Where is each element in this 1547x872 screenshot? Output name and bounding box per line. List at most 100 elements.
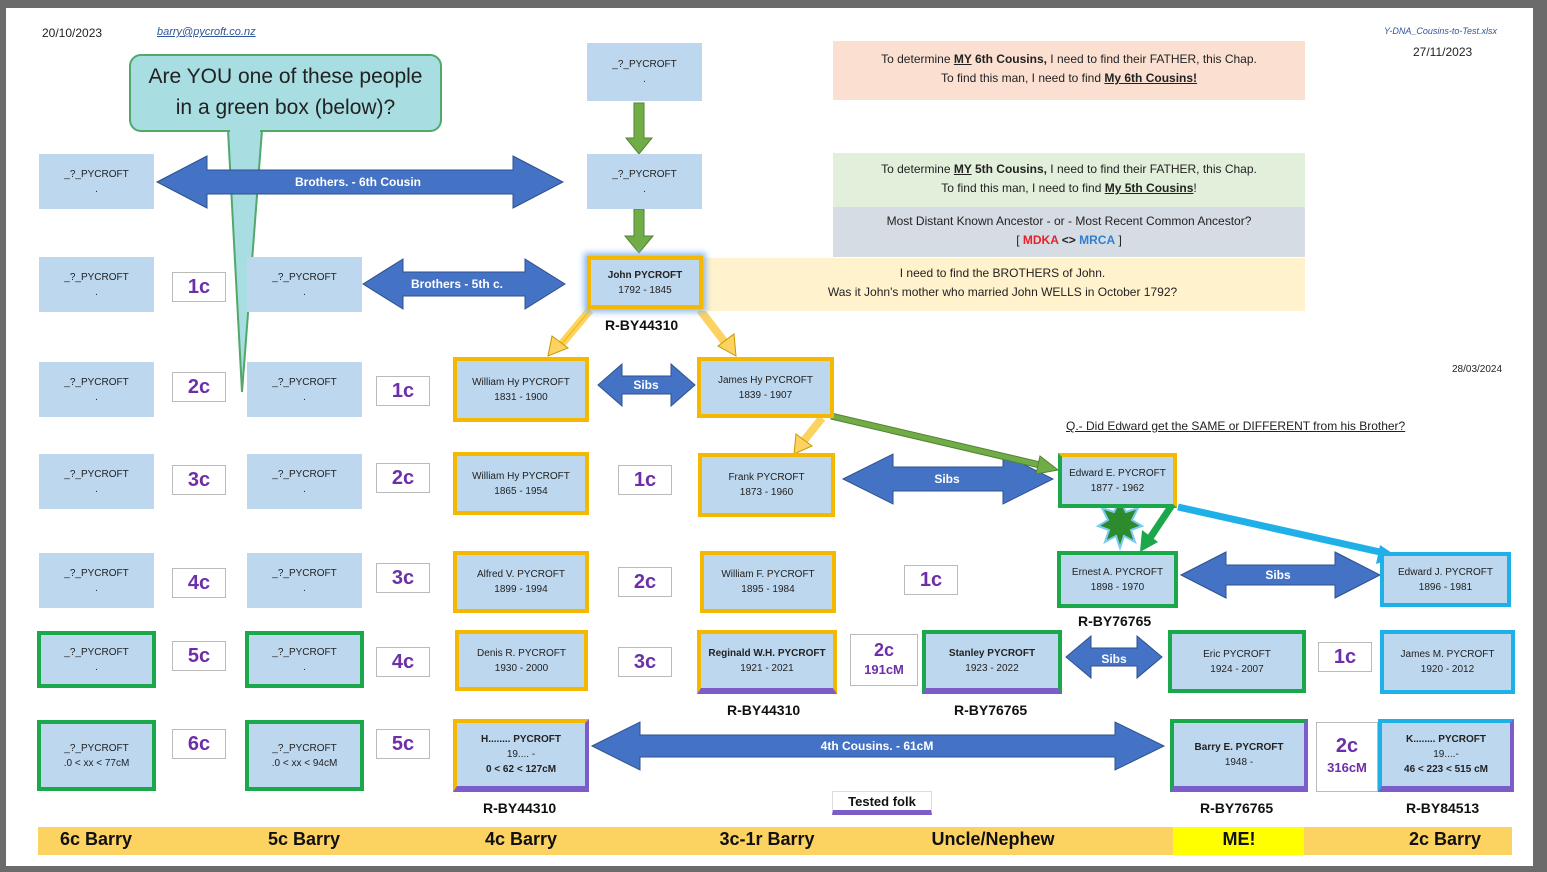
cousin-label-c-1c: 1c	[618, 465, 672, 495]
john-note-line1: I need to find the BROTHERS of John.	[899, 266, 1106, 280]
hap-k: R-BY84513	[1406, 800, 1480, 816]
james-to-frank-arrow	[793, 415, 826, 455]
john-to-james-arrow	[696, 307, 737, 357]
person-c1r7[interactable]: _?_PYCROFT.	[37, 631, 156, 688]
date-right: 27/11/2023	[1413, 45, 1473, 59]
hap-ernest: R-BY76765	[1078, 613, 1152, 629]
person-top2[interactable]: _?_PYCROFT.	[587, 154, 702, 209]
email-link[interactable]: barry@pycroft.co.nz	[157, 26, 256, 38]
cousin-label-a-3c: 3c	[172, 465, 226, 495]
person-c1r3[interactable]: _?_PYCROFT.	[39, 362, 154, 417]
note-mdka-mrca: Most Distant Known Ancestor - or - Most …	[833, 207, 1305, 257]
hap-reginald: R-BY44310	[727, 702, 801, 718]
sibs-arrow-4	[1065, 634, 1163, 680]
person-c1r2[interactable]: _?_PYCROFT.	[39, 257, 154, 312]
brothers-6th-arrow	[155, 155, 565, 209]
callout-bubble: Are YOU one of these people in a green b…	[129, 54, 442, 132]
date-side: 28/03/2024	[1452, 364, 1503, 375]
person-c1r1[interactable]: _?_PYCROFT.	[39, 154, 154, 209]
bottom-label-3c1r: 3c-1r Barry	[719, 829, 815, 849]
cousin-label-c-2c: 2c	[618, 567, 672, 597]
person-c1r5[interactable]: _?_PYCROFT.	[39, 553, 154, 608]
down-arrow-1	[624, 102, 654, 155]
brothers-5th-label: Brothers - 5th c.	[410, 277, 504, 291]
cousin-label-c-3c: 3c	[618, 647, 672, 677]
me-highlight	[1173, 827, 1304, 855]
callout-line2: in a green box (below)?	[175, 96, 396, 119]
sibs-label-4: Sibs	[1101, 652, 1127, 666]
fourth-cousins-arrow	[590, 721, 1166, 771]
john-to-william-arrow	[547, 307, 594, 357]
fourth-cousins-label: 4th Cousins. - 61cM	[820, 739, 934, 753]
sibs-arrow-1	[597, 362, 696, 408]
sibs-label-1: Sibs	[633, 378, 659, 392]
bottom-label-2c: 2c Barry	[1408, 829, 1482, 849]
person-c2r6[interactable]: _?_PYCROFT.	[245, 631, 364, 688]
james-to-edward-arrow	[830, 412, 1060, 475]
cousin-label-a-5c: 5c	[172, 641, 226, 671]
hap-barry: R-BY76765	[1200, 800, 1274, 816]
person-c2r4[interactable]: _?_PYCROFT.	[247, 454, 362, 509]
person-c2r3[interactable]: _?_PYCROFT.	[247, 362, 362, 417]
note-5th-cousins: To determine MY 5th Cousins, I need to f…	[833, 153, 1305, 207]
hap-stanley: R-BY76765	[954, 702, 1028, 718]
sibs-label-2: Sibs	[934, 472, 960, 486]
hap-h: R-BY44310	[483, 800, 557, 816]
callout-line1: Are YOU one of these people	[148, 65, 423, 88]
sibs-label-3: Sibs	[1265, 568, 1291, 582]
bottom-label-6c: 6c Barry	[59, 829, 133, 849]
tested-folk-legend: Tested folk	[832, 791, 932, 815]
edward-to-ernest-arrow	[1140, 503, 1175, 552]
person-c1r8[interactable]: _?_PYCROFT.0 < xx < 77cM	[37, 720, 156, 791]
mdka-line1: Most Distant Known Ancestor - or - Most …	[886, 214, 1252, 228]
cousin-label-b-3c: 3c	[376, 563, 430, 593]
starburst-icon	[1095, 497, 1145, 552]
bottom-label-me: ME!	[1222, 829, 1256, 849]
cousin-label-a-4c: 4c	[172, 568, 226, 598]
note-6th-cousins: To determine MY 6th Cousins, I need to f…	[833, 41, 1305, 100]
note-john-brothers: I need to find the BROTHERS of John. Was…	[700, 258, 1305, 311]
person-c2r5[interactable]: _?_PYCROFT.	[247, 553, 362, 608]
cousin-label-f-1c: 1c	[1318, 642, 1372, 672]
question-text: Q.- Did Edward get the SAME or DIFFERENT…	[1066, 419, 1406, 433]
person-c1r4[interactable]: _?_PYCROFT.	[39, 454, 154, 509]
edward-to-edwardj-arrow	[1177, 503, 1398, 564]
brothers-6th-label: Brothers. - 6th Cousin	[294, 175, 422, 189]
date-left: 20/10/2023	[42, 26, 103, 40]
bottom-label-5c: 5c Barry	[267, 829, 341, 849]
cousin-label-b-2c: 2c	[376, 463, 430, 493]
brothers-5th-arrow	[362, 258, 566, 310]
cousin-label-b-1c: 1c	[376, 376, 430, 406]
person-c2r7[interactable]: _?_PYCROFT.0 < xx < 94cM	[245, 720, 364, 791]
cousin-label-b-5c: 5c	[376, 729, 430, 759]
sibs-arrow-2	[841, 453, 1055, 505]
bottom-label-4c: 4c Barry	[484, 829, 558, 849]
cousin-label-d-1c: 1c	[904, 565, 958, 595]
person-top1[interactable]: _?_PYCROFT.	[587, 43, 702, 101]
cousin-label-a-2c: 2c	[172, 372, 226, 402]
person-c2r2[interactable]: _?_PYCROFT.	[247, 257, 362, 312]
cousin-label-a-6c: 6c	[172, 729, 226, 759]
down-arrow-2	[623, 208, 655, 254]
filename: Y-DNA_Cousins-to-Test.xlsx	[1384, 26, 1498, 36]
